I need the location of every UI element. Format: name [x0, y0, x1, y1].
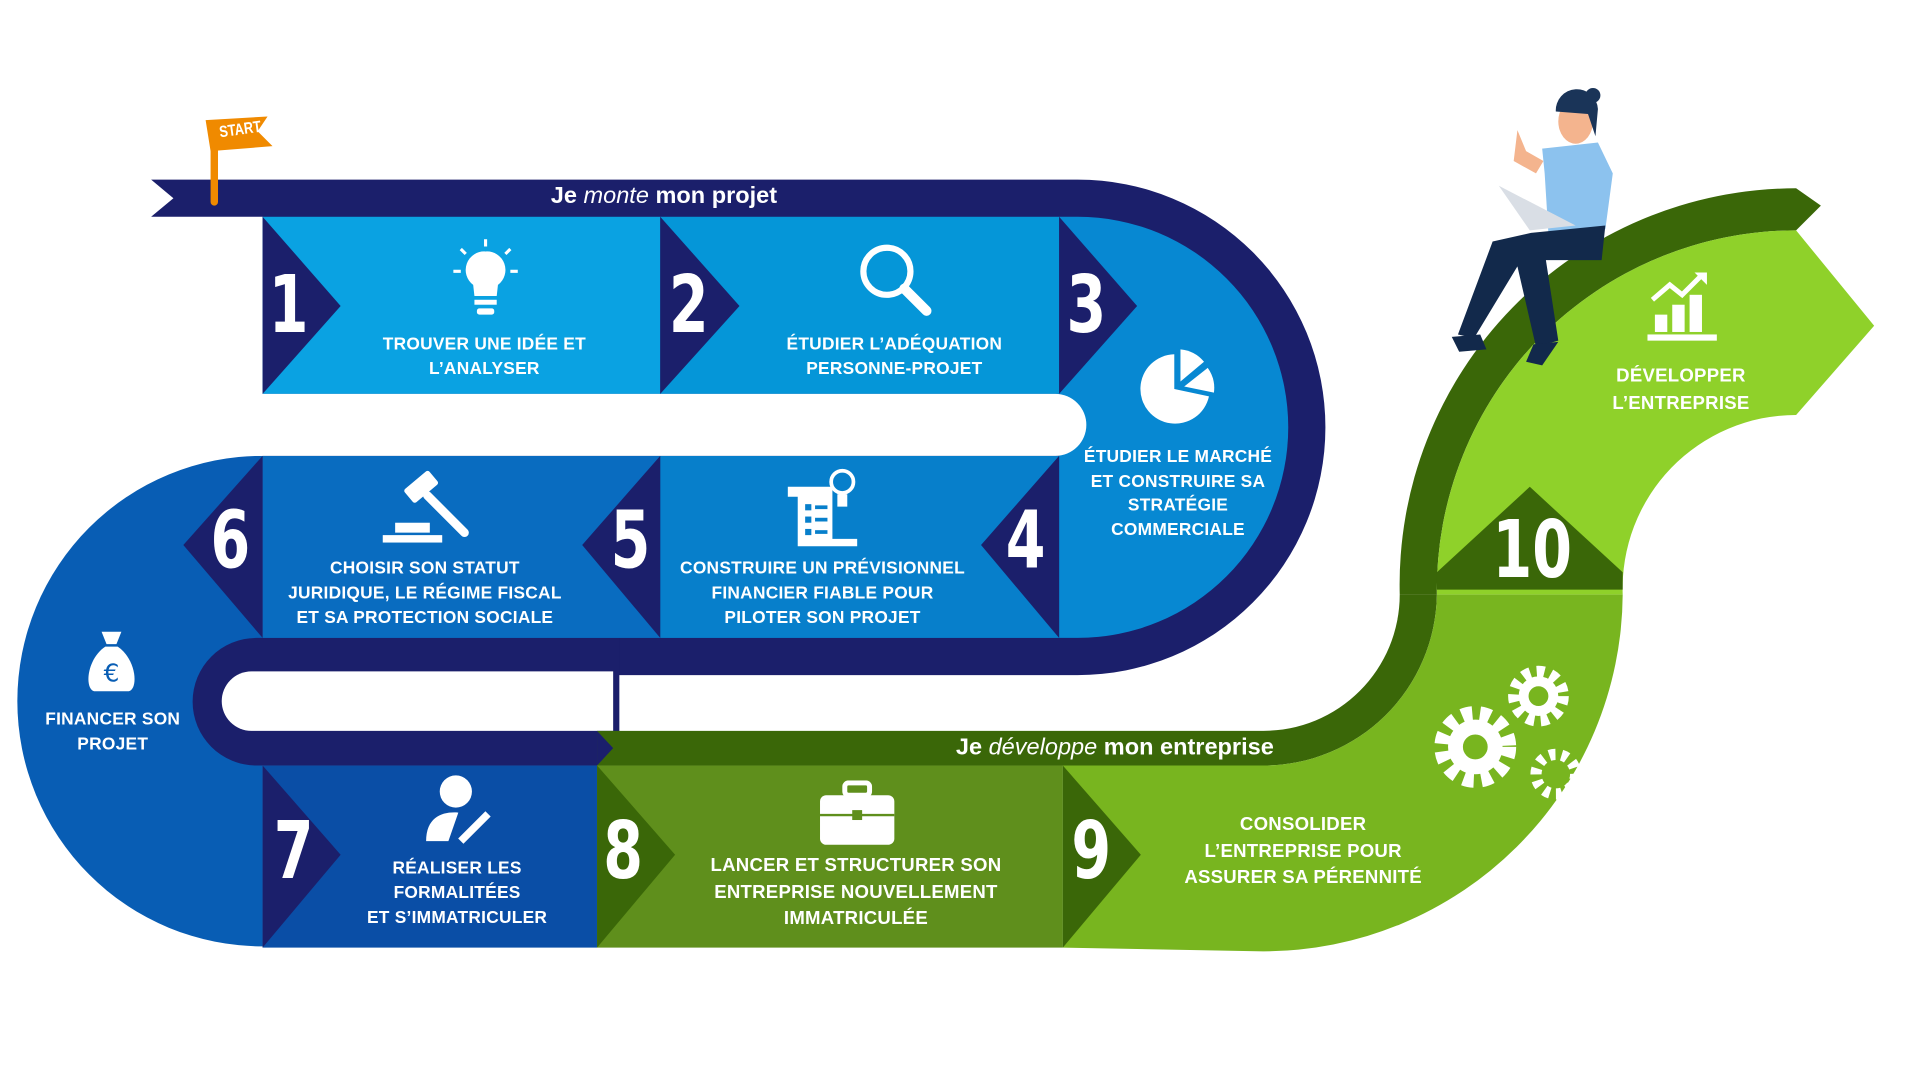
step-6-label: FINANCER SON PROJET	[45, 708, 181, 754]
gears-icon	[1434, 665, 1582, 800]
step-10-label: DÉVELOPPER L’ENTREPRISE	[1612, 365, 1750, 414]
green-band-upper	[1399, 188, 1821, 595]
growth-chart-icon	[1647, 272, 1717, 341]
step-8-chevron	[597, 765, 676, 948]
band-title-pre: Je	[955, 734, 983, 761]
step-1-chevron	[262, 216, 341, 394]
pie-chart-icon	[1140, 349, 1215, 424]
step-8-number: 8	[603, 806, 643, 899]
user-edit-icon	[426, 775, 491, 844]
step-10-number: 10	[1492, 505, 1572, 598]
step-5-number: 5	[610, 495, 651, 588]
step-8-label: LANCER ET STRUCTURER SON ENTREPRISE NOUV…	[710, 854, 1002, 930]
lightbulb-icon	[453, 239, 518, 315]
green-band-lower	[597, 594, 1437, 766]
band-title-emphasis: développe	[988, 734, 1098, 761]
money-bag-icon: €	[88, 631, 135, 692]
step-7-chevron	[262, 765, 341, 948]
step-6-chevron	[183, 455, 263, 638]
green-band-start-chevron	[597, 730, 614, 766]
step-9-area	[1062, 594, 1623, 952]
band-title-emphasis: monte	[583, 183, 649, 210]
band-title-post: mon entreprise	[1103, 734, 1274, 761]
step-10-triangle	[1436, 486, 1623, 590]
step-4-number: 4	[1005, 495, 1046, 588]
person-laptop-illustration	[1451, 87, 1613, 366]
step-9-chevron	[1062, 765, 1141, 948]
step-3-number: 3	[1066, 260, 1107, 352]
band-title-pre: Je	[550, 183, 577, 210]
step-4-label: CONSTRUIRE UN PRÉVISIONNEL FINANCIER FIA…	[680, 557, 965, 627]
road-gap-1	[0, 393, 1087, 456]
start-flag-icon	[205, 116, 273, 206]
step-4-chevron	[981, 455, 1060, 638]
briefcase-icon	[820, 780, 895, 845]
step-2-chevron	[660, 216, 740, 394]
step-7-number: 7	[273, 806, 314, 899]
step-1-label: TROUVER UNE IDÉE ET L’ANALYSER	[382, 333, 586, 378]
step-1-number: 1	[268, 260, 309, 352]
svg-text:€: €	[104, 658, 120, 687]
step-7-label: RÉALISER LES FORMALITÉES ET S’IMMATRICUL…	[366, 857, 548, 927]
step-6-financer-area	[17, 455, 263, 947]
gavel-icon	[382, 470, 469, 543]
road-gap-2	[221, 671, 614, 731]
step-2-number: 2	[668, 260, 709, 352]
step-5-chevron	[582, 455, 661, 638]
step-5-label: CHOISIR SON STATUT JURIDIQUE, LE RÉGIME …	[288, 557, 562, 627]
step-2-label: ÉTUDIER L’ADÉQUATION PERSONNE-PROJET	[786, 333, 1003, 378]
step-3-chevron	[1059, 216, 1138, 394]
step-3-label: ÉTUDIER LE MARCHÉ ET CONSTRUIRE SA STRAT…	[1083, 445, 1273, 539]
step-9-label: CONSOLIDER L’ENTREPRISE POUR ASSURER SA …	[1184, 813, 1422, 889]
magnifier-icon	[860, 244, 932, 316]
step-9-number: 9	[1071, 806, 1112, 899]
step-6-number: 6	[210, 495, 251, 588]
plan-document-icon	[787, 468, 858, 547]
band-title-developpe-entreprise: Je développe mon entreprise	[956, 735, 1274, 762]
band-title-monte-projet: Je monte mon projet	[551, 183, 777, 210]
band-title-post: mon projet	[655, 183, 778, 210]
